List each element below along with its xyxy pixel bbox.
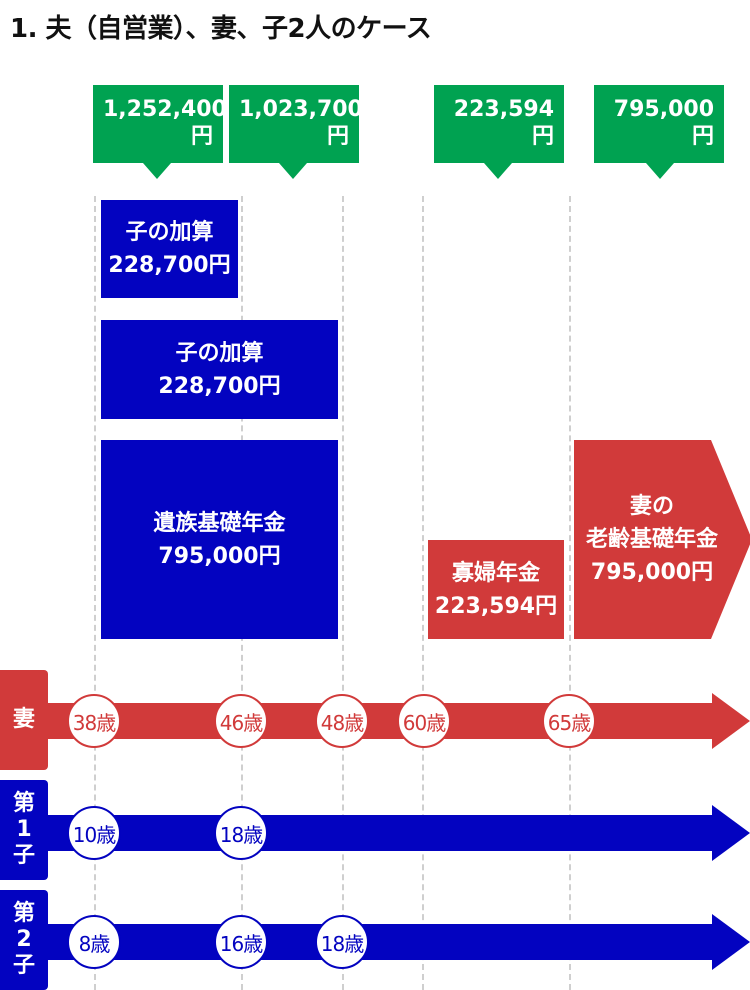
wife-age-marker: 60歳 [397,694,451,748]
child1-age-marker: 18歳 [214,806,268,860]
total-amount: 1,023,700 [239,97,363,122]
benefit-amount: 795,000円 [158,543,281,569]
wife-arrow-head [712,693,750,749]
wife-age-marker: 65歳 [542,694,596,748]
child2-age-marker: 16歳 [214,915,268,969]
total-unit: 円 [691,124,714,149]
child1-label-text: 1 [16,817,32,842]
page-title: 1. 夫（自営業）、妻、子2人のケース [10,14,432,44]
child1-timeline-band [48,815,714,851]
child2-age-marker: 18歳 [315,915,369,969]
guide-line-38 [94,196,96,990]
total-callout-2: 1,023,700 円 [229,85,363,163]
child2-age-marker: 8歳 [67,915,121,969]
child1-label-text: 子 [12,843,35,868]
total-amount: 223,594 [453,97,554,122]
wife-age-marker: 46歳 [214,694,268,748]
total-unit: 円 [326,124,349,149]
benefit-amount: 223,594円 [434,593,558,619]
guide-line-65 [569,196,571,990]
old-age-basic-pension-block: 妻の 老齢基礎年金 795,000円 [574,440,750,639]
total-unit: 円 [531,124,554,149]
survivor-basic-pension-block: 遺族基礎年金 795,000円 [101,440,338,639]
child-addition-block-1: 子の加算 228,700円 [101,200,238,298]
child-addition-block-2: 子の加算 228,700円 [101,320,338,419]
benefit-amount: 795,000円 [590,560,714,585]
widow-pension-block: 寡婦年金 223,594円 [428,540,564,639]
child2-label-text: 第 [12,901,35,926]
total-amount: 1,252,400 [103,97,227,122]
guide-line-48 [342,196,344,990]
child1-label-text: 第 [12,791,35,816]
benefit-name: 遺族基礎年金 [153,510,286,536]
wife-label-text: 妻 [12,707,35,732]
child1-arrow-head [712,805,750,861]
total-callout-4: 795,000 円 [594,85,724,163]
wife-label: 妻 [0,670,48,770]
benefit-name-line2: 老齢基礎年金 [585,527,718,552]
child1-label: 第 1 子 [0,780,48,880]
child2-label: 第 2 子 [0,890,48,990]
wife-age-marker: 48歳 [315,694,369,748]
child2-arrow-head [712,914,750,970]
child2-timeline-band [48,924,714,960]
wife-timeline-band [48,703,714,739]
benefit-amount: 228,700円 [158,373,281,399]
child1-age-marker: 10歳 [67,806,121,860]
total-amount: 795,000 [613,97,714,122]
benefit-name: 子の加算 [125,220,214,245]
guide-line-60 [422,196,424,990]
benefit-name-line1: 妻の [629,494,674,519]
benefit-name: 寡婦年金 [451,560,540,586]
wife-age-marker: 38歳 [67,694,121,748]
benefit-name: 子の加算 [175,340,264,366]
benefit-amount: 228,700円 [108,253,231,278]
total-unit: 円 [190,124,213,149]
total-callout-3: 223,594 円 [434,85,564,163]
child2-label-text: 子 [12,953,35,978]
total-callout-1: 1,252,400 円 [93,85,227,163]
child2-label-text: 2 [16,927,32,952]
